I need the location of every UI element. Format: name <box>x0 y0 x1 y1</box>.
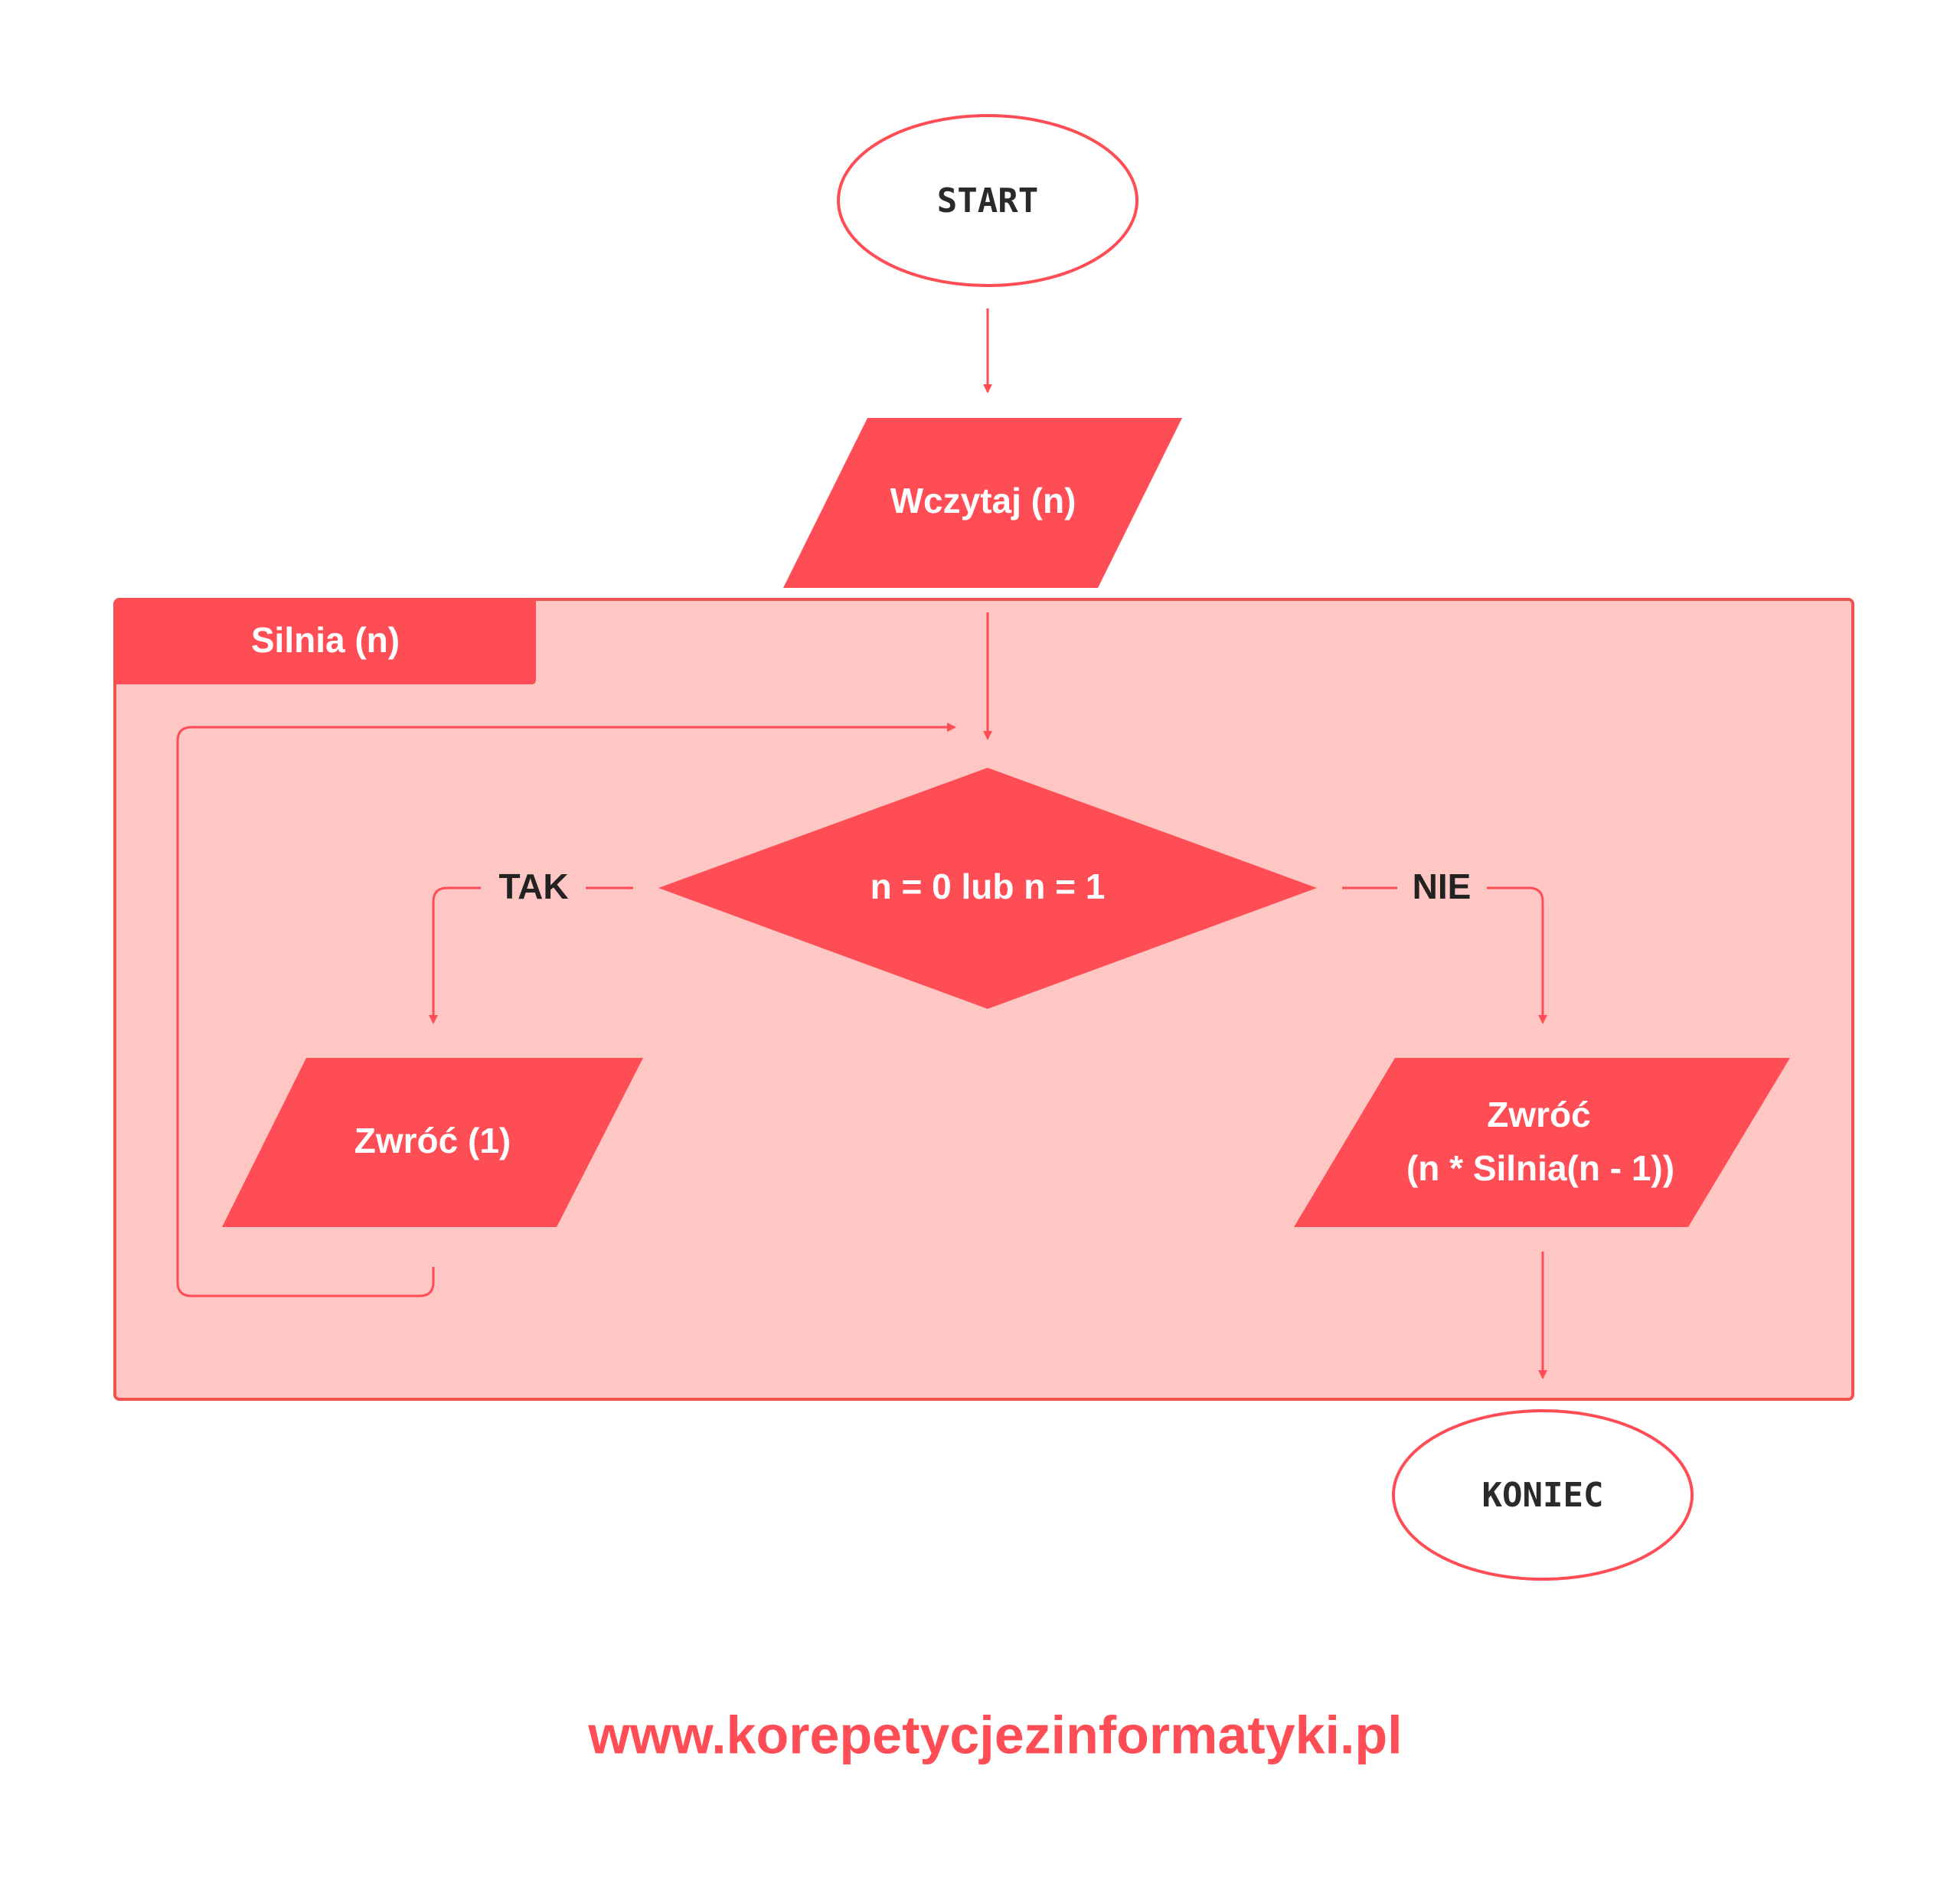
function-title: Silnia (n) <box>251 620 400 660</box>
nie-label: NIE <box>1413 867 1472 906</box>
return-recursive-line1: Zwróć <box>1487 1095 1590 1134</box>
end-terminal <box>1392 1409 1694 1581</box>
end-label: KONIEC <box>1482 1476 1604 1515</box>
start-label: START <box>937 181 1038 220</box>
footer-url[interactable]: www.korepetycjezinformatyki.pl <box>587 1705 1402 1764</box>
start-terminal <box>837 114 1138 287</box>
function-title-tab <box>115 599 536 684</box>
loop-back-arrow <box>176 723 956 1297</box>
input-parallelogram <box>783 418 1182 588</box>
return-recursive-parallelogram <box>1294 1058 1790 1227</box>
input-label: Wczytaj (n) <box>890 481 1076 521</box>
arrow-tak-to-return-one <box>429 886 481 1024</box>
tak-label: TAK <box>498 867 568 906</box>
return-one-parallelogram <box>222 1058 643 1227</box>
return-recursive-line2: (n * Silnia(n - 1)) <box>1406 1148 1674 1188</box>
decision-label: n = 0 lub n = 1 <box>871 867 1106 906</box>
decision-diamond <box>658 768 1317 1009</box>
return-one-label: Zwróć (1) <box>354 1121 511 1160</box>
arrow-nie-to-return-recursive <box>1487 886 1547 1024</box>
